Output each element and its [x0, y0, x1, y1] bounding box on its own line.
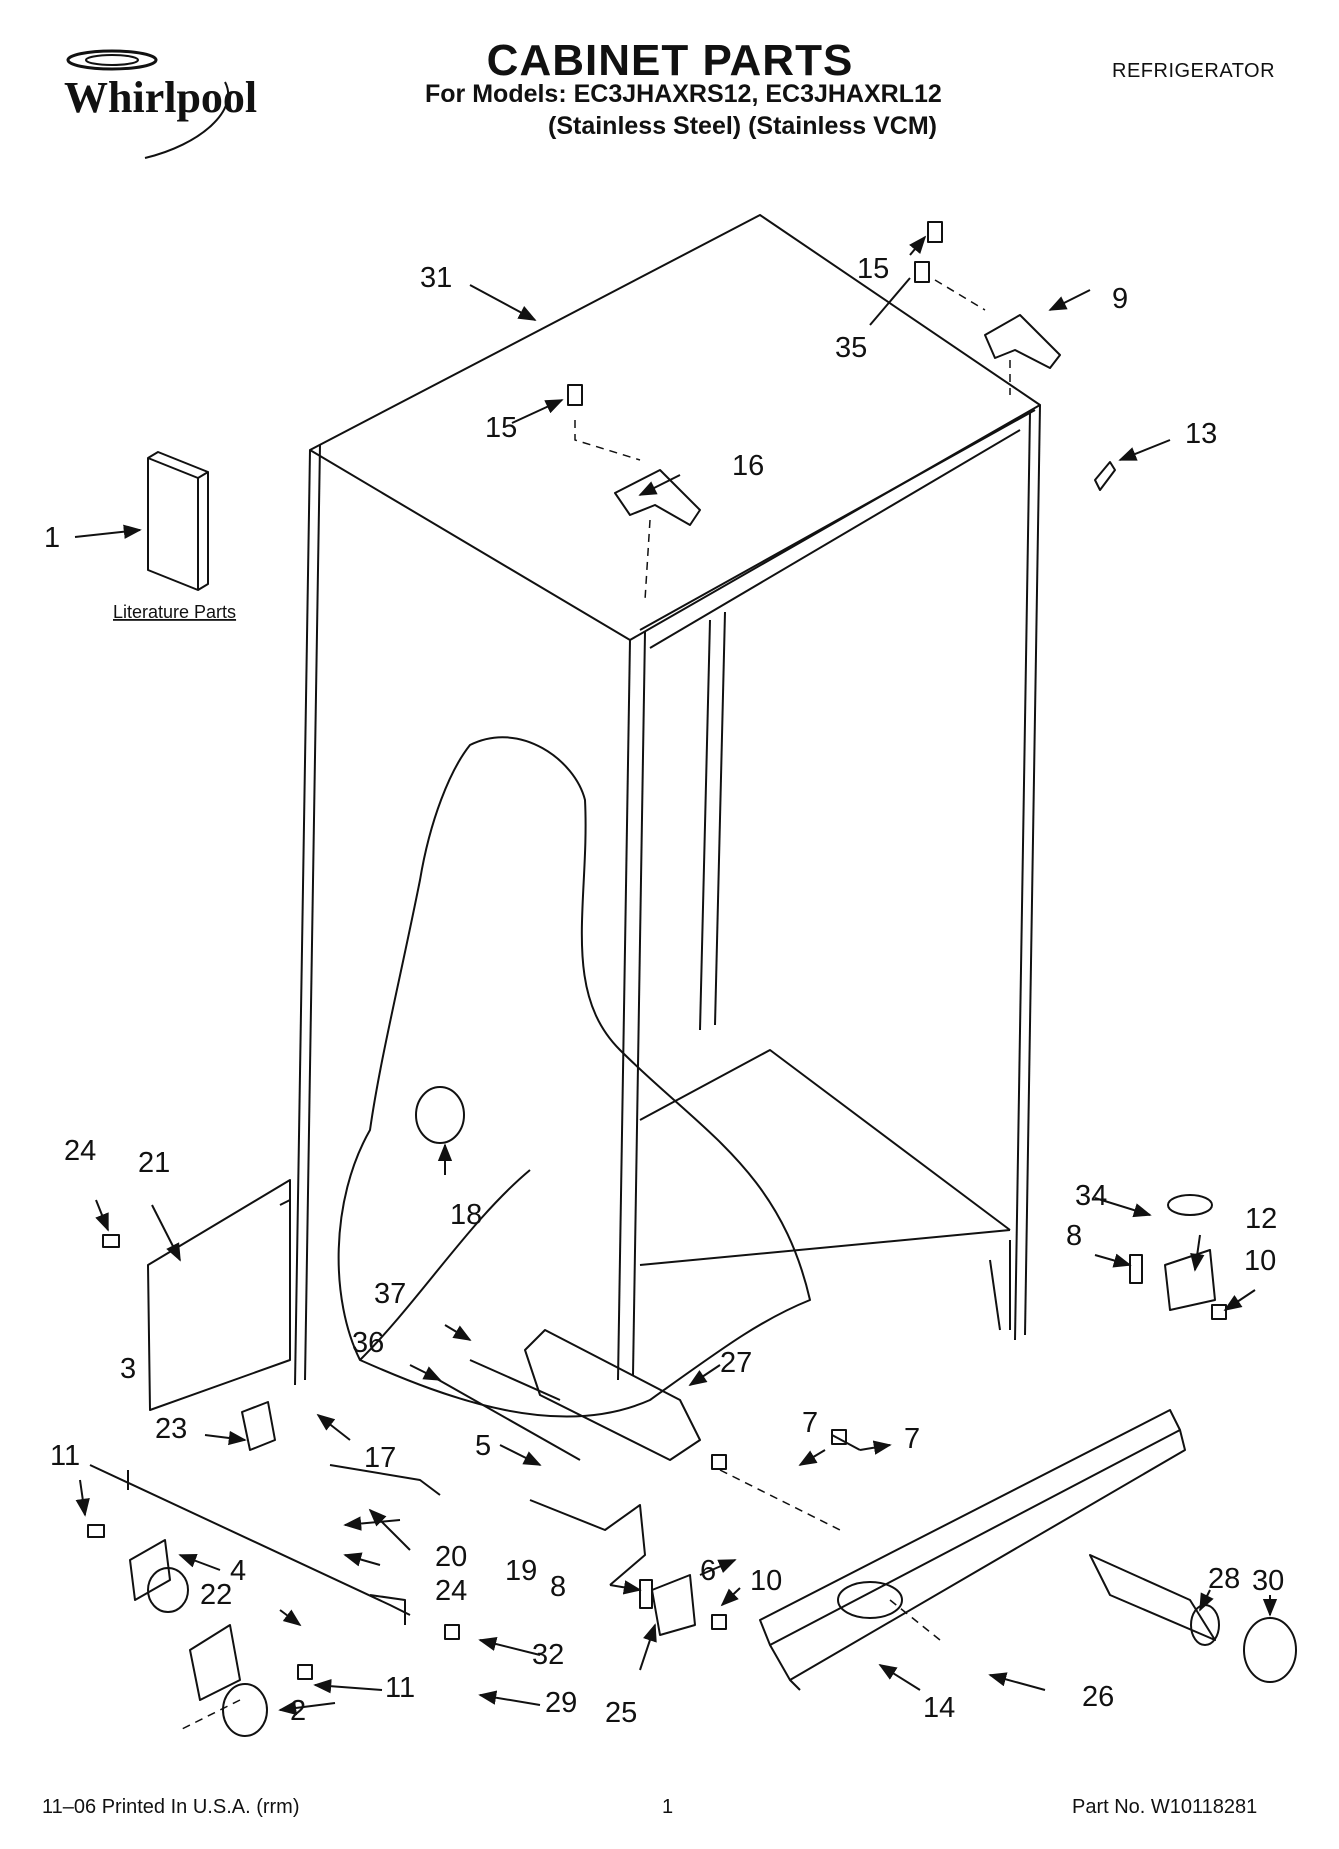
- guide-lines: [179, 279, 1011, 1731]
- callout-8a: 8: [550, 1571, 566, 1603]
- callout-7b: 7: [904, 1423, 920, 1455]
- callout-27: 27: [720, 1347, 752, 1379]
- callout-20: 20: [435, 1541, 467, 1573]
- model-finishes: (Stainless Steel) (Stainless VCM): [548, 112, 938, 140]
- callout-37: 37: [374, 1278, 406, 1310]
- callout-7a: 7: [802, 1407, 818, 1439]
- bottom-hinge: [651, 1574, 696, 1636]
- callout-35: 35: [835, 332, 867, 364]
- callout-10b: 10: [1244, 1245, 1276, 1277]
- part-number: Part No. W10118281: [1072, 1796, 1258, 1818]
- print-info: 11–06 Printed In U.S.A. (rrm): [42, 1796, 300, 1818]
- rollers: [129, 1539, 268, 1737]
- brand-name: Whirlpool: [64, 73, 258, 122]
- page-number: 1: [662, 1796, 674, 1818]
- callout-15a: 15: [485, 412, 517, 444]
- callout-14: 14: [923, 1692, 955, 1724]
- callout-25: 25: [605, 1697, 637, 1729]
- callout-9: 9: [1112, 283, 1128, 315]
- filter-housing: [524, 1329, 701, 1461]
- callout-23: 23: [155, 1413, 187, 1445]
- callout-31: 31: [420, 262, 452, 294]
- callout-24b: 24: [435, 1575, 467, 1607]
- callout-29: 29: [545, 1687, 577, 1719]
- callout-8b: 8: [1066, 1220, 1082, 1252]
- callout-6: 6: [700, 1555, 716, 1587]
- water-tube: [429, 1374, 581, 1461]
- callout-18: 18: [450, 1199, 482, 1231]
- callout-11a: 11: [50, 1440, 80, 1472]
- cutaway-outline: [337, 736, 811, 1418]
- callout-5: 5: [475, 1430, 491, 1462]
- callout-22: 22: [200, 1579, 232, 1611]
- screws: [87, 221, 1227, 1680]
- cabinet-body: [294, 214, 1041, 1386]
- door-stop: [1094, 461, 1116, 491]
- valve-bracket: [241, 1401, 276, 1451]
- callout-11b: 11: [385, 1672, 415, 1704]
- callout-13: 13: [1185, 418, 1217, 450]
- callout-4: 4: [230, 1555, 246, 1587]
- literature-parts-label: Literature Parts: [113, 602, 236, 622]
- callout-15b: 15: [857, 253, 889, 285]
- base-rail: [529, 1499, 646, 1586]
- page-title: CABINET PARTS: [486, 36, 854, 85]
- callout-16: 16: [732, 450, 764, 482]
- whirlpool-swirl-icon: [66, 49, 230, 159]
- leveling-rod: [89, 1464, 411, 1616]
- callout-21: 21: [138, 1147, 170, 1179]
- product-category: REFRIGERATOR: [1112, 60, 1276, 82]
- toe-grille: [759, 1409, 1186, 1691]
- callout-2: 2: [290, 1695, 306, 1727]
- callout-24a: 24: [64, 1135, 96, 1167]
- callout-19: 19: [505, 1555, 537, 1587]
- callout-10a: 10: [750, 1565, 782, 1597]
- callout-30: 30: [1252, 1565, 1284, 1597]
- top-hinge-right: [984, 314, 1061, 369]
- grommet: [415, 1086, 465, 1144]
- callout-1: 1: [44, 522, 60, 554]
- water-line: [329, 1464, 441, 1496]
- callout-34: 34: [1075, 1180, 1107, 1212]
- callout-32: 32: [532, 1639, 564, 1671]
- callout-numbers: 1 2 3 4 5 6 7 7 8 8 9 10 10 11 11 12 13 …: [44, 253, 1284, 1729]
- callout-26: 26: [1082, 1681, 1114, 1713]
- callout-17: 17: [364, 1442, 396, 1474]
- callout-36: 36: [352, 1327, 384, 1359]
- callout-leaders: [74, 235, 1278, 1716]
- whirlpool-logo: Whirlpool: [50, 40, 280, 160]
- callout-3: 3: [120, 1353, 136, 1385]
- rear-access-panel: [147, 1179, 291, 1411]
- callout-12: 12: [1245, 1203, 1277, 1235]
- literature-book: [147, 451, 209, 591]
- model-numbers: For Models: EC3JHAXRS12, EC3JHAXRL12: [425, 80, 942, 108]
- top-hinge-left: [614, 469, 701, 526]
- callout-28: 28: [1208, 1563, 1240, 1595]
- right-hinge: [1164, 1249, 1216, 1311]
